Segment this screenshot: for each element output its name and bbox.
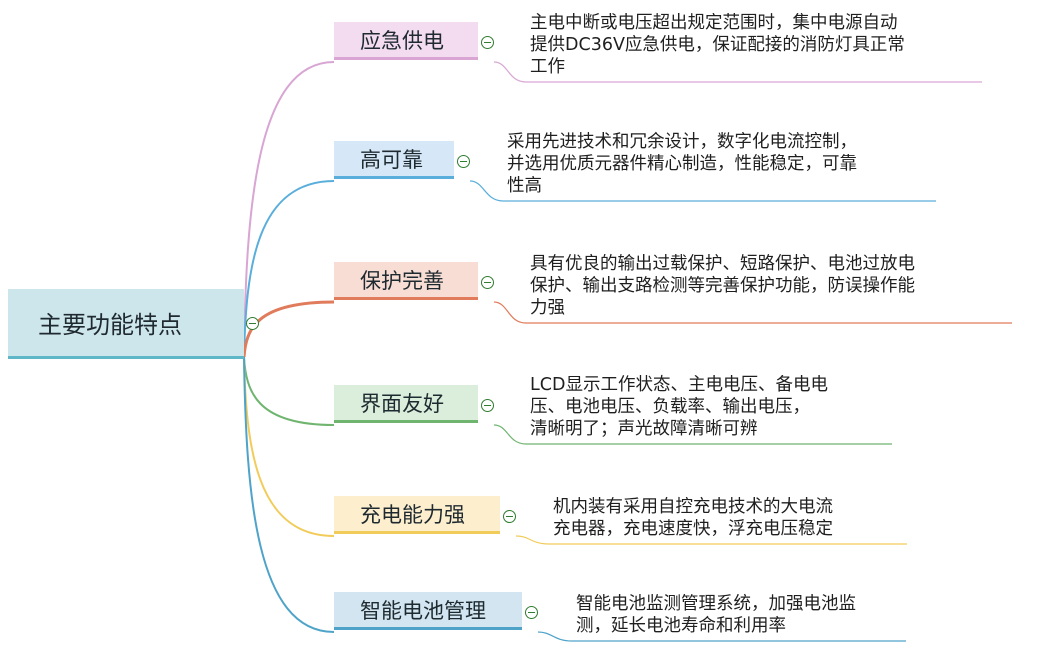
root-collapse-icon[interactable]	[246, 317, 259, 330]
branch-label: 应急供电	[360, 28, 444, 53]
branch-collapse-icon[interactable]	[481, 36, 494, 49]
description-connector	[515, 535, 907, 545]
branch-description: 具有优良的输出过载保护、短路保护、电池过放电 保护、输出支路检测等完善保护功能，…	[530, 254, 915, 318]
branch-description: 智能电池监测管理系统，加强电池监 测，延长电池寿命和利用率	[576, 594, 856, 636]
branch-collapse-icon[interactable]	[481, 399, 494, 412]
branch-label: 高可靠	[360, 147, 423, 172]
root-node[interactable]: 主要功能特点	[8, 289, 244, 359]
branch-node-battery-management[interactable]: 智能电池管理	[334, 592, 522, 630]
description-connector	[493, 301, 1012, 324]
branch-collapse-icon[interactable]	[525, 606, 538, 619]
branch-collapse-icon[interactable]	[457, 155, 470, 168]
description-connector	[469, 180, 936, 202]
branch-connector	[243, 356, 335, 537]
branch-node-charging[interactable]: 充电能力强	[334, 496, 500, 534]
description-connector	[537, 631, 906, 642]
branch-connector	[242, 300, 335, 358]
branch-connector	[243, 356, 335, 426]
root-label: 主要功能特点	[38, 311, 182, 339]
branch-label: 智能电池管理	[360, 598, 486, 623]
branch-label: 界面友好	[360, 391, 444, 416]
branch-connector	[243, 61, 335, 358]
branch-node-emergency-power[interactable]: 应急供电	[334, 22, 478, 60]
branch-description: 采用先进技术和冗余设计，数字化电流控制， 并选用优质元器件精心制造，性能稳定，可…	[507, 132, 857, 196]
branch-collapse-icon[interactable]	[481, 276, 494, 289]
branch-node-protection[interactable]: 保护完善	[334, 262, 478, 300]
description-connector	[493, 424, 892, 445]
branch-connector	[243, 180, 335, 358]
branch-description: 主电中断或电压超出规定范围时，集中电源自动 提供DC36V应急供电，保证配接的消…	[530, 13, 905, 77]
branch-collapse-icon[interactable]	[503, 510, 516, 523]
branch-node-friendly-interface[interactable]: 界面友好	[334, 385, 478, 423]
branch-label: 保护完善	[360, 268, 444, 293]
branch-connector	[243, 356, 335, 633]
branch-label: 充电能力强	[360, 502, 465, 527]
branch-description: LCD显示工作状态、主电电压、备电电 压、电池电压、负载率、输出电压， 清晰明了…	[530, 375, 828, 439]
branch-node-high-reliability[interactable]: 高可靠	[334, 141, 454, 179]
description-connector	[493, 61, 982, 83]
branch-description: 机内装有采用自控充电技术的大电流 充电器，充电速度快，浮充电压稳定	[553, 497, 833, 539]
